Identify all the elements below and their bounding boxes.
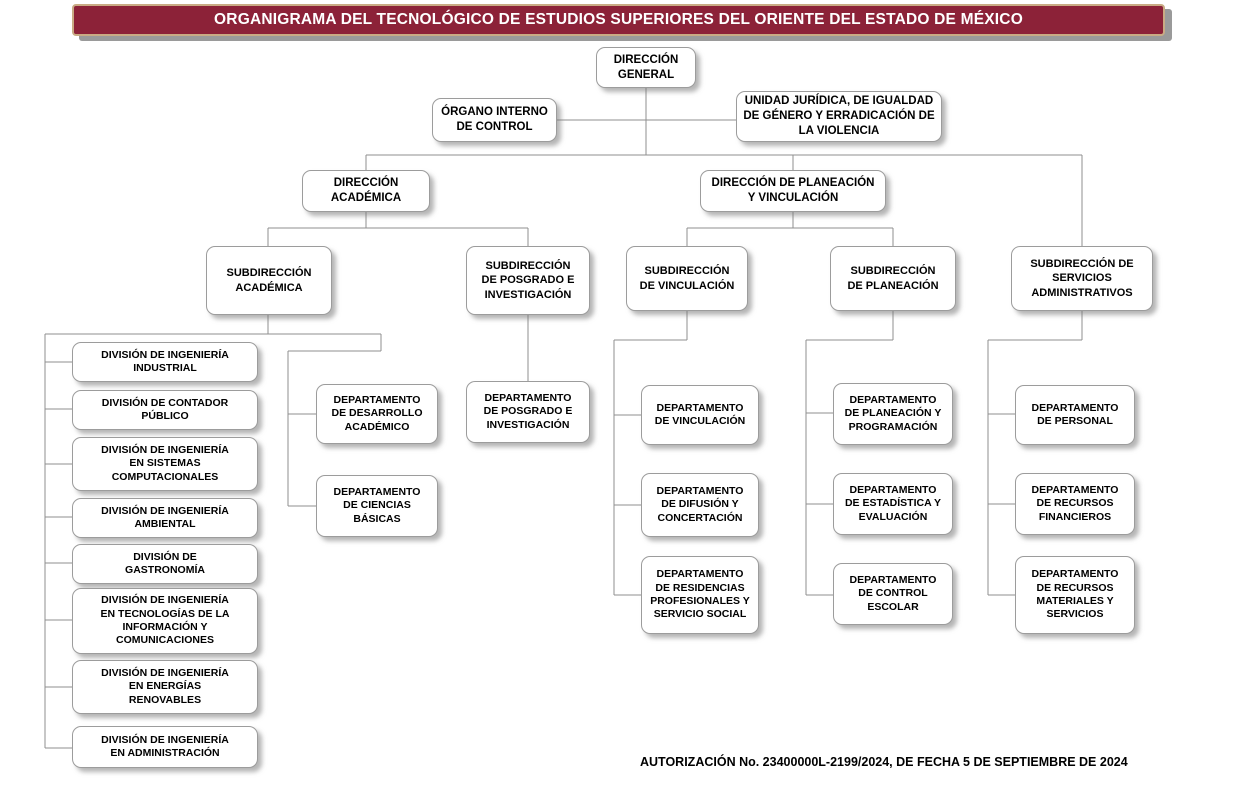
title-banner: ORGANIGRAMA DEL TECNOLÓGICO DE ESTUDIOS … bbox=[72, 4, 1165, 36]
page-title: ORGANIGRAMA DEL TECNOLÓGICO DE ESTUDIOS … bbox=[214, 11, 1023, 28]
authorization-text: AUTORIZACIÓN No. 23400000L-2199/2024, DE… bbox=[640, 755, 1128, 769]
